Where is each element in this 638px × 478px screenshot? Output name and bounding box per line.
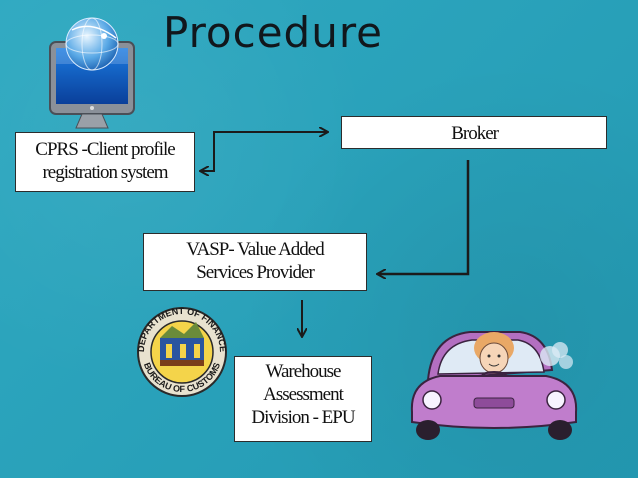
cprs-label-line1: CPRS -Client profile	[35, 139, 175, 160]
vasp-label-line2: Services Provider	[196, 261, 315, 283]
arrow-broker-vasp	[378, 160, 470, 274]
warehouse-label-line1: Warehouse	[265, 361, 342, 382]
vasp-label-line1: VASP- Value Added	[186, 239, 324, 260]
warehouse-label-line3: Division - EPU	[251, 406, 355, 428]
vasp-box: VASP- Value Added Services Provider	[143, 233, 367, 291]
warehouse-box: Warehouse Assessment Division - EPU	[234, 356, 372, 442]
broker-label: Broker	[451, 123, 499, 144]
broker-box: Broker	[341, 116, 607, 149]
slide-title: Procedure	[163, 8, 384, 57]
cprs-box: CPRS -Client profile registration system	[15, 132, 195, 192]
warehouse-label-line2: Assessment	[263, 383, 344, 405]
cprs-label-line2: registration system	[42, 161, 168, 183]
